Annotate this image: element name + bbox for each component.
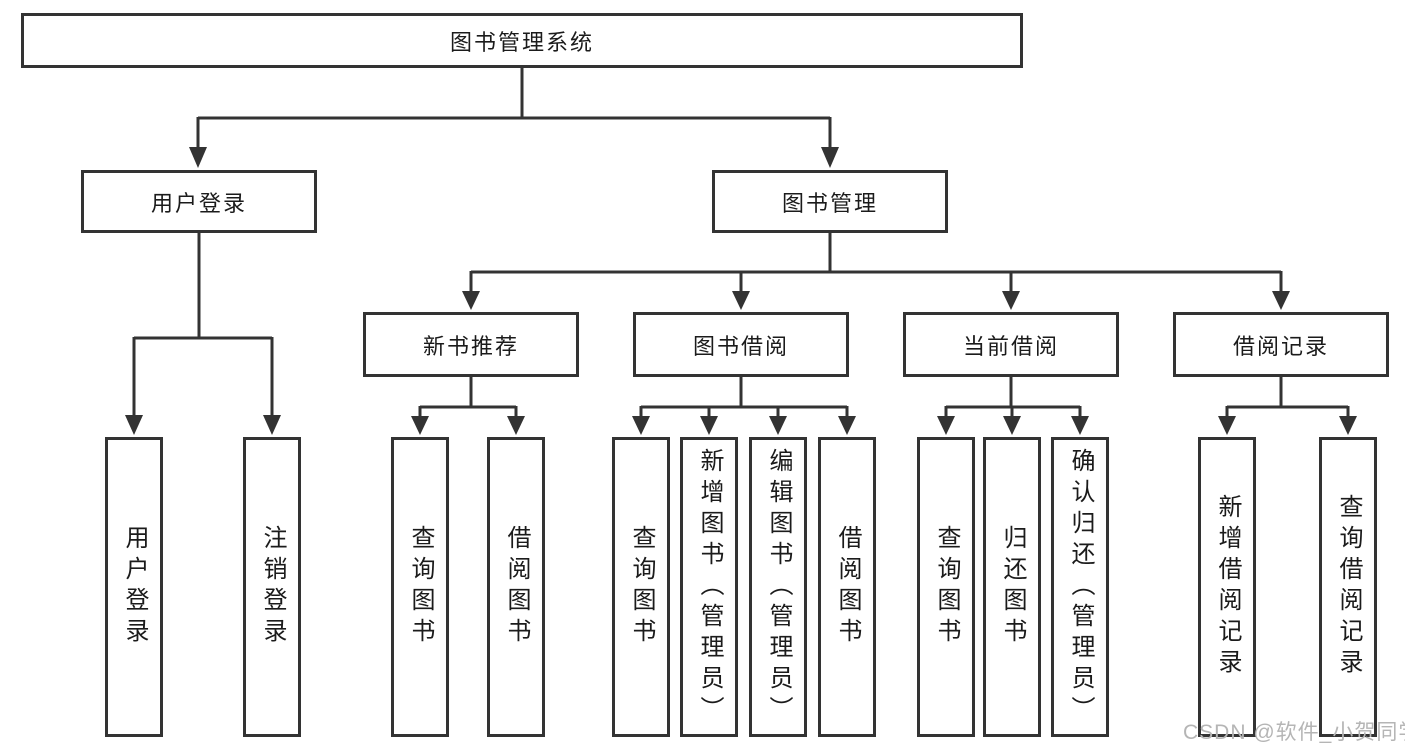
csdn-watermark: CSDN @软件_小贺同学 xyxy=(1183,721,1405,744)
node-current-borrow: 当前借阅 xyxy=(903,312,1119,377)
connector-book-borrow-leaves xyxy=(632,377,856,435)
leaf-edit-books-admin-label: 编辑图书（管理员） xyxy=(765,447,792,727)
node-root-system: 图书管理系统 xyxy=(21,13,1023,68)
leaf-query-books: 查询图书 xyxy=(391,437,449,737)
leaf-logout-login-label: 注销登录 xyxy=(259,525,286,649)
connector-new-book-leaves xyxy=(411,377,525,435)
node-borrow-records: 借阅记录 xyxy=(1173,312,1389,377)
node-borrow-records-label: 借阅记录 xyxy=(1232,333,1329,359)
leaf-add-books-admin: 新增图书（管理员） xyxy=(680,437,738,737)
leaf-add-borrow-record: 新增借阅记录 xyxy=(1198,437,1256,737)
node-new-book-recommend-label: 新书推荐 xyxy=(422,333,519,359)
leaf-edit-books-admin: 编辑图书（管理员） xyxy=(749,437,807,737)
leaf-query-books-label: 查询图书 xyxy=(933,525,960,649)
leaf-query-borrow-record: 查询借阅记录 xyxy=(1319,437,1377,737)
leaf-borrow-books-label: 借阅图书 xyxy=(834,525,861,649)
leaf-user-login: 用户登录 xyxy=(105,437,163,737)
connector-user-login-branch xyxy=(125,233,281,435)
node-user-login: 用户登录 xyxy=(81,170,317,233)
connector-root-to-level2 xyxy=(189,68,839,168)
leaf-query-books: 查询图书 xyxy=(612,437,670,737)
leaf-add-books-admin-label: 新增图书（管理员） xyxy=(696,447,723,727)
leaf-logout-login: 注销登录 xyxy=(243,437,301,737)
leaf-query-books: 查询图书 xyxy=(917,437,975,737)
connector-borrow-records-leaves xyxy=(1218,377,1357,435)
leaf-confirm-return-admin: 确认归还（管理员） xyxy=(1051,437,1109,737)
leaf-query-books-label: 查询图书 xyxy=(407,525,434,649)
node-book-borrow-label: 图书借阅 xyxy=(692,333,789,359)
connector-current-borrow-leaves xyxy=(937,377,1089,435)
leaf-user-login-label: 用户登录 xyxy=(121,525,148,649)
node-new-book-recommend: 新书推荐 xyxy=(363,312,579,377)
connector-book-mgmt-to-level3 xyxy=(462,233,1290,310)
node-book-management: 图书管理 xyxy=(712,170,948,233)
leaf-borrow-books-label: 借阅图书 xyxy=(503,525,530,649)
leaf-query-books-label: 查询图书 xyxy=(628,525,655,649)
leaf-return-books-label: 归还图书 xyxy=(999,525,1026,649)
leaf-borrow-books: 借阅图书 xyxy=(487,437,545,737)
leaf-add-borrow-record-label: 新增借阅记录 xyxy=(1214,494,1241,680)
node-user-login-label: 用户登录 xyxy=(150,190,247,216)
node-root-label: 图书管理系统 xyxy=(449,29,594,55)
node-book-management-label: 图书管理 xyxy=(781,190,878,216)
leaf-return-books: 归还图书 xyxy=(983,437,1041,737)
node-current-borrow-label: 当前借阅 xyxy=(962,333,1059,359)
leaf-confirm-return-admin-label: 确认归还（管理员） xyxy=(1067,447,1094,727)
leaf-borrow-books: 借阅图书 xyxy=(818,437,876,737)
leaf-query-borrow-record-label: 查询借阅记录 xyxy=(1335,494,1362,680)
node-book-borrow: 图书借阅 xyxy=(633,312,849,377)
